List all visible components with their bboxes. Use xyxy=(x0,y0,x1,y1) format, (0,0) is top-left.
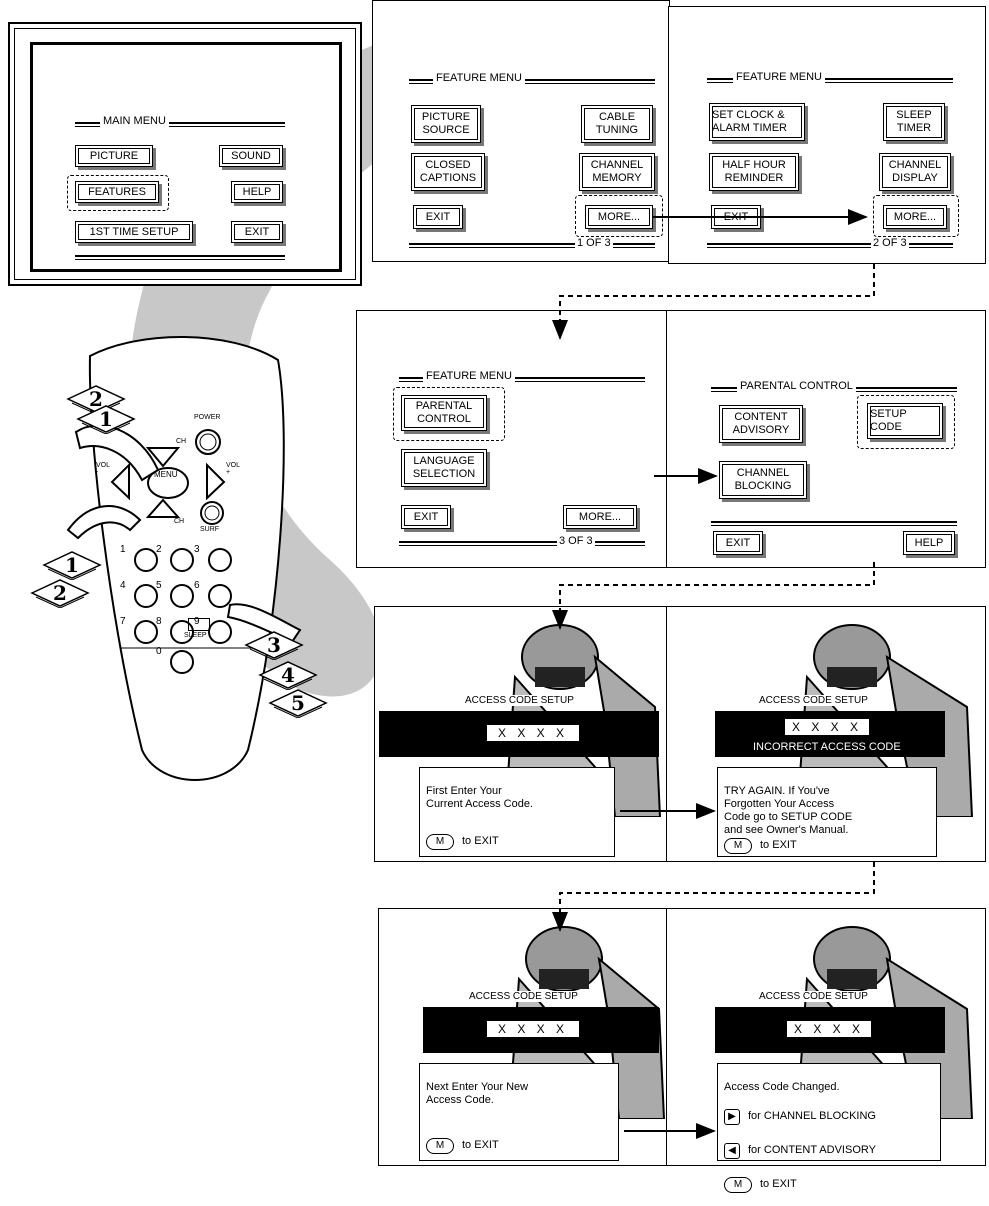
digit-button-7[interactable] xyxy=(134,620,158,644)
digit-button-9[interactable] xyxy=(208,620,232,644)
digit-button-5[interactable] xyxy=(170,584,194,608)
power-label: POWER xyxy=(194,414,220,421)
step-marker-4: 4 xyxy=(258,660,318,690)
digit-label: 0 xyxy=(156,646,162,657)
digit-label: 1 xyxy=(120,544,126,555)
surf-label: SURF xyxy=(200,526,219,533)
step-marker-5: 5 xyxy=(268,688,328,718)
digit-button-4[interactable] xyxy=(134,584,158,608)
digit-label: 8 xyxy=(156,616,162,627)
digit-button-1[interactable] xyxy=(134,548,158,572)
digit-label: 3 xyxy=(194,544,200,555)
menu-label: MENU xyxy=(154,470,178,479)
digit-button-2[interactable] xyxy=(170,548,194,572)
digit-button-3[interactable] xyxy=(208,548,232,572)
ch-up-label: CH xyxy=(176,438,186,445)
digit-label: 7 xyxy=(120,616,126,627)
digit-label: 6 xyxy=(194,580,200,591)
digit-label: 5 xyxy=(156,580,162,591)
vol-up-label: VOL + xyxy=(226,462,242,476)
vol-down-label: VOL - xyxy=(96,462,112,476)
digit-button-0[interactable] xyxy=(170,650,194,674)
digit-label: 4 xyxy=(120,580,126,591)
sleep-label: SLEEP xyxy=(184,632,207,639)
menu-key-icon: M xyxy=(724,1177,752,1193)
exit-hint: to EXIT xyxy=(760,1178,797,1190)
step-marker-1: 1 xyxy=(42,550,102,580)
step-marker-3: 3 xyxy=(244,630,304,660)
step-marker-2: 2 xyxy=(30,578,90,608)
digit-label: 2 xyxy=(156,544,162,555)
step-marker-1: 1 xyxy=(76,404,136,434)
digit-button-6[interactable] xyxy=(208,584,232,608)
sleep-button[interactable] xyxy=(188,618,210,631)
ch-down-label: CH xyxy=(174,518,184,525)
